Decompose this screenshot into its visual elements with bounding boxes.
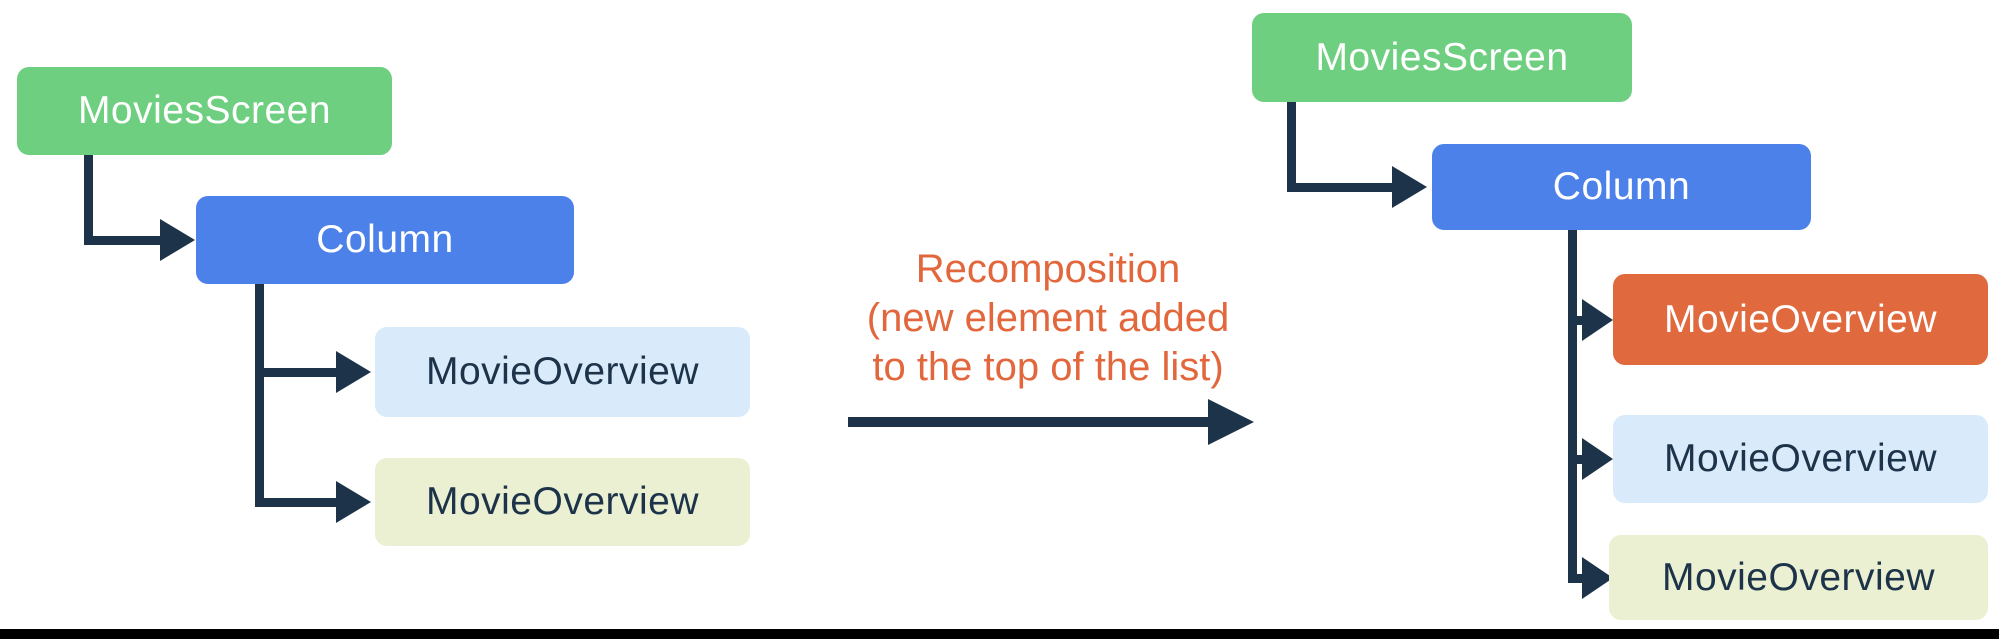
right-connector-column-vline <box>1568 230 1577 583</box>
left-node-moviesscreen-label: MoviesScreen <box>77 89 332 132</box>
annotation-line-2: (new element added <box>866 296 1230 340</box>
recomposition-arrow-shaft <box>848 417 1210 427</box>
right-arrowhead-to-column-icon <box>1392 166 1427 208</box>
right-node-movieoverview-2-label: MovieOverview <box>1663 437 1938 480</box>
right-node-movieoverview-new: MovieOverview <box>1613 274 1988 365</box>
right-node-column: Column <box>1432 144 1811 230</box>
right-node-moviesscreen-label: MoviesScreen <box>1315 35 1569 79</box>
right-connector-branch2-hline <box>1568 455 1582 464</box>
right-node-movieoverview-3: MovieOverview <box>1609 535 1988 620</box>
left-node-movieoverview-2: MovieOverview <box>375 458 750 546</box>
right-arrowhead-to-movieoverview3-icon <box>1582 557 1613 599</box>
left-connector-branch1-hline <box>255 368 336 377</box>
right-connector-branch3-hline <box>1568 574 1582 583</box>
recomposition-annotation: Recomposition (new element added to the … <box>808 245 1288 392</box>
right-node-movieoverview-3-label: MovieOverview <box>1661 555 1936 599</box>
recomposition-arrowhead-icon <box>1208 399 1254 445</box>
left-connector-green-hline <box>84 236 160 245</box>
annotation-line-3: to the top of the list) <box>872 345 1224 389</box>
left-arrowhead-to-movieoverview2-icon <box>336 481 371 523</box>
left-node-column-label: Column <box>316 218 454 261</box>
right-connector-green-vline <box>1287 102 1296 192</box>
right-connector-green-hline <box>1287 183 1392 192</box>
right-node-moviesscreen: MoviesScreen <box>1252 13 1632 102</box>
right-node-movieoverview-new-label: MovieOverview <box>1663 297 1938 341</box>
left-arrowhead-to-movieoverview1-icon <box>336 351 371 393</box>
left-connector-branch2-hline <box>255 498 336 507</box>
bottom-edge-bar <box>0 629 1999 639</box>
right-arrowhead-to-new-movieoverview-icon <box>1582 299 1613 341</box>
left-node-moviesscreen: MoviesScreen <box>17 67 392 155</box>
left-node-movieoverview-1: MovieOverview <box>375 327 750 417</box>
left-arrowhead-to-column-icon <box>160 219 195 261</box>
right-node-movieoverview-2: MovieOverview <box>1613 415 1988 503</box>
right-connector-branch1-hline <box>1568 316 1582 325</box>
left-node-movieoverview-1-label: MovieOverview <box>425 350 700 393</box>
left-node-column: Column <box>196 196 574 284</box>
left-connector-column-vline <box>255 284 264 507</box>
right-node-column-label: Column <box>1552 165 1691 208</box>
annotation-line-1: Recomposition <box>915 247 1181 291</box>
right-arrowhead-to-movieoverview2-icon <box>1582 438 1613 480</box>
left-connector-green-vline <box>84 155 93 245</box>
left-node-movieoverview-2-label: MovieOverview <box>425 480 700 523</box>
